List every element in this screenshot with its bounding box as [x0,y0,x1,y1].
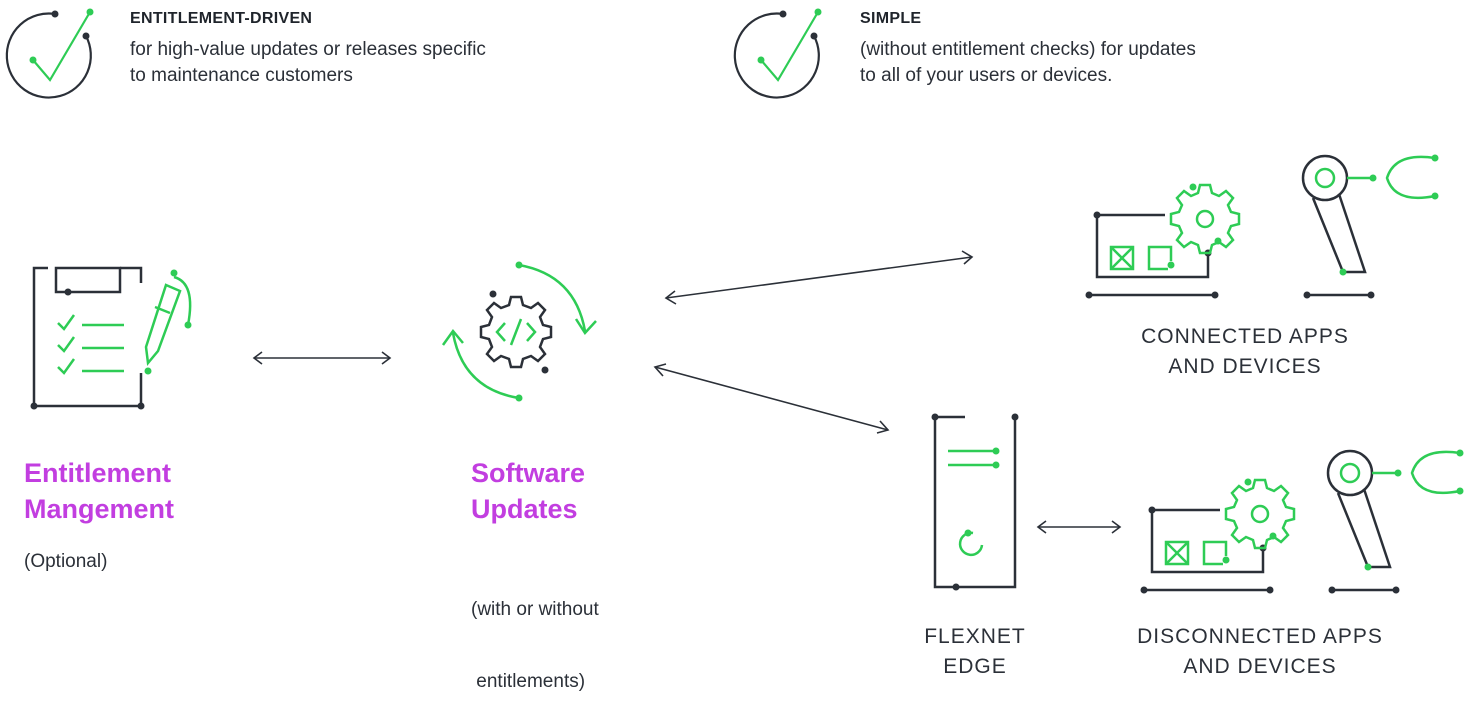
double-arrow-icon [653,250,1122,534]
check-circle-icon [733,8,822,99]
server-icon [931,413,1019,591]
updates-title: Software Updates [471,455,585,527]
gear-code-refresh-icon [441,261,597,402]
mode-desc-simple: (without entitlement checks) for updates… [860,37,1380,89]
mode-title-simple: SIMPLE [860,10,922,27]
clipboard-checklist-icon [30,266,192,410]
label-line: AND DEVICES [1168,355,1322,378]
entitlement-title: Entitlement Mangement [24,455,174,527]
mode-desc-entitlement: for high-value updates or releases speci… [130,37,650,89]
label-line: EDGE [943,655,1007,678]
label-line: FLEXNET [924,625,1026,648]
connected-label: CONNECTED APPS AND DEVICES [1100,322,1390,382]
edge-label: FLEXNET EDGE [905,622,1045,682]
desc-line: for high-value updates or releases speci… [130,39,486,60]
mode-title-entitlement: ENTITLEMENT-DRIVEN [130,10,313,27]
check-circle-icon [5,8,94,99]
laptop-gear-icon [1140,478,1296,594]
label-line: DISCONNECTED APPS [1137,625,1383,648]
desc-line: to all of your users or devices. [860,65,1113,86]
title-line: Updates [471,494,578,524]
disconnected-label: DISCONNECTED APPS AND DEVICES [1115,622,1405,682]
double-arrow-icon [252,351,392,365]
robot-arm-icon [1301,154,1439,299]
title-line: Entitlement [24,458,172,488]
desc-line: (without entitlement checks) for updates [860,39,1196,60]
title-line: Mangement [24,494,175,524]
entitlement-subtitle: (Optional) [24,551,108,572]
laptop-gear-icon [1085,183,1241,299]
label-line: CONNECTED APPS [1141,325,1349,348]
robot-arm-icon [1326,449,1464,594]
label-line: AND DEVICES [1183,655,1337,678]
desc-line: to maintenance customers [130,65,353,86]
title-line: Software [471,458,586,488]
subtitle-line: (with or without [471,599,599,620]
